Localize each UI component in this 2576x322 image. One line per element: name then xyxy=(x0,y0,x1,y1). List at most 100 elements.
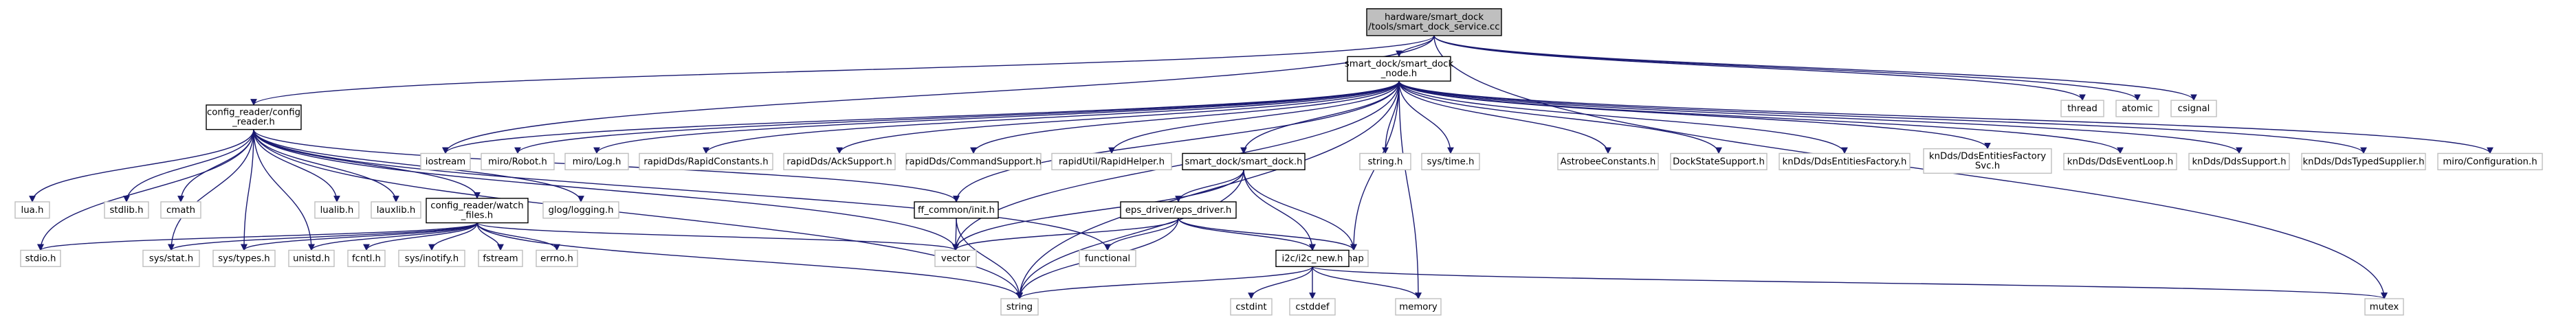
edge-smart-dock-node-to-kn-typed xyxy=(1398,80,2367,154)
node-box xyxy=(206,104,302,130)
node-fcntl: fcntl.h xyxy=(347,249,386,267)
node-box xyxy=(288,249,335,267)
node-label: lauxlib.h xyxy=(377,205,416,216)
node-label: knDds/DdsTypedSupplier.h xyxy=(2302,157,2424,167)
node-label: atomic xyxy=(2122,104,2153,114)
node-label: rapidUtil/RapidHelper.h xyxy=(1059,157,1165,167)
node-box xyxy=(1923,148,2052,174)
node-label: eps_driver/eps_driver.h xyxy=(1125,205,1232,216)
edge-eps-driver-to-vector xyxy=(952,218,1179,251)
node-box xyxy=(2115,100,2159,117)
edge-smart-dock-node-to-kn-factory-svc xyxy=(1398,80,1991,150)
node-label: unistd.h xyxy=(293,253,330,264)
node-label: config_reader/config xyxy=(207,108,300,118)
edge-config-watch-to-sys-types xyxy=(241,222,478,251)
node-kn-typed: knDds/DdsTypedSupplier.h xyxy=(2301,152,2426,170)
node-label: string.h xyxy=(1368,157,1403,167)
node-config-reader[interactable]: config_reader/config_reader.h xyxy=(206,104,302,130)
edge-ff-common-to-string xyxy=(956,218,1023,299)
edge-smart-dock-node-to-kn-eventloop xyxy=(1398,80,2124,154)
node-label: miro/Log.h xyxy=(573,157,621,167)
edge-smart-dock-node-to-iostream xyxy=(442,80,1400,154)
node-label: sys/time.h xyxy=(1427,157,1475,167)
node-box xyxy=(347,249,386,267)
edge-config-reader-to-vector xyxy=(253,129,959,251)
node-box xyxy=(2170,100,2217,117)
edge-eps-driver-to-i2c-new xyxy=(1178,218,1316,251)
node-label: vector xyxy=(941,253,971,264)
node-i2c-new[interactable]: i2c/i2c_new.h xyxy=(1275,249,1350,267)
node-label: cstdint xyxy=(1235,302,1266,312)
edge-config-watch-to-errno xyxy=(476,222,560,251)
edge-smart-dock-node-to-miro-robot xyxy=(514,80,1400,154)
node-glog: glog/logging.h xyxy=(542,201,619,219)
node-box xyxy=(1120,201,1237,219)
node-label: stdio.h xyxy=(25,253,56,264)
edge-smart-dock-node-to-miro-log xyxy=(593,80,1400,154)
node-rapid-ack: rapidDds/AckSupport.h xyxy=(783,152,896,170)
edge-config-reader-to-functional xyxy=(253,129,1111,251)
edge-config-reader-to-lauxlib xyxy=(253,129,399,203)
node-label: ff_common/init.h xyxy=(918,205,995,216)
node-label: _reader.h xyxy=(232,117,275,128)
edge-config-reader-to-glog xyxy=(253,129,584,203)
node-label: lualib.h xyxy=(320,205,354,216)
edge-config-reader-to-sys-stat xyxy=(168,129,254,251)
node-box xyxy=(1395,298,1442,316)
node-smart-dock-h[interactable]: smart_dock/smart_dock.h xyxy=(1182,152,1306,170)
node-root[interactable]: hardware/smart_dock/tools/smart_dock_ser… xyxy=(1366,8,1502,36)
node-label: hardware/smart_dock xyxy=(1385,12,1484,23)
node-config-watch[interactable]: config_reader/watch_files.h xyxy=(426,198,529,224)
node-box xyxy=(2188,152,2290,170)
edge-i2c-new-to-memory xyxy=(1312,266,1422,299)
node-astrobee-constants: AstrobeeConstants.h xyxy=(1557,152,1659,170)
node-label: glog/logging.h xyxy=(548,205,613,216)
node-label: miro/Robot.h xyxy=(488,157,547,167)
node-box xyxy=(934,249,977,267)
node-vector: vector xyxy=(934,249,977,267)
node-thread: thread xyxy=(2060,100,2104,117)
node-string: string xyxy=(1000,298,1039,316)
node-iostream: iostream xyxy=(420,152,471,170)
node-box xyxy=(1182,152,1306,170)
node-cmath: cmath xyxy=(160,201,201,219)
node-label: knDds/DdsEventLoop.h xyxy=(2067,157,2173,167)
node-lualib: lualib.h xyxy=(314,201,360,219)
node-dock-state: DockStateSupport.h xyxy=(1670,152,1768,170)
edge-config-reader-to-stdio xyxy=(37,129,254,251)
node-rapid-helper: rapidUtil/RapidHelper.h xyxy=(1051,152,1172,170)
node-label: knDds/DdsSupport.h xyxy=(2192,157,2286,167)
node-lauxlib: lauxlib.h xyxy=(371,201,421,219)
node-memory: memory xyxy=(1395,298,1442,316)
node-label: memory xyxy=(1399,302,1438,312)
node-smart-dock-node[interactable]: smart_dock/smart_dock_node.h xyxy=(1345,56,1454,82)
node-box xyxy=(1347,56,1451,82)
edge-smart-dock-node-to-memory xyxy=(1398,81,1422,299)
edge-smart-dock-node-to-rapid-cmd xyxy=(970,80,1400,154)
node-label: lua.h xyxy=(21,205,44,216)
node-box xyxy=(20,249,61,267)
node-miro-config: miro/Configuration.h xyxy=(2437,152,2543,170)
node-cstddef: cstddef xyxy=(1289,298,1336,316)
node-label: sys/stat.h xyxy=(149,253,193,264)
edge-config-reader-to-lualib xyxy=(253,129,340,203)
node-csignal: csignal xyxy=(2170,100,2217,117)
node-atomic: atomic xyxy=(2115,100,2159,117)
node-ff-common[interactable]: ff_common/init.h xyxy=(914,201,999,219)
node-label: DockStateSupport.h xyxy=(1673,157,1765,167)
node-box xyxy=(905,152,1042,170)
node-box xyxy=(420,152,471,170)
node-eps-driver[interactable]: eps_driver/eps_driver.h xyxy=(1120,201,1237,219)
edge-config-watch-to-vector xyxy=(476,222,959,251)
node-label: smart_dock/smart_dock xyxy=(1345,59,1454,69)
node-sys-time: sys/time.h xyxy=(1421,152,1480,170)
node-label: stdlib.h xyxy=(109,205,143,216)
node-label: knDds/DdsEntitiesFactory xyxy=(1929,151,2046,161)
node-label: fcntl.h xyxy=(352,253,381,264)
edge-smart-dock-h-to-string xyxy=(1016,170,1244,299)
node-stdio: stdio.h xyxy=(20,249,61,267)
edge-smart-dock-node-to-string xyxy=(1016,81,1400,299)
edge-eps-driver-to-map xyxy=(1178,218,1357,251)
node-sys-types: sys/types.h xyxy=(212,249,276,267)
